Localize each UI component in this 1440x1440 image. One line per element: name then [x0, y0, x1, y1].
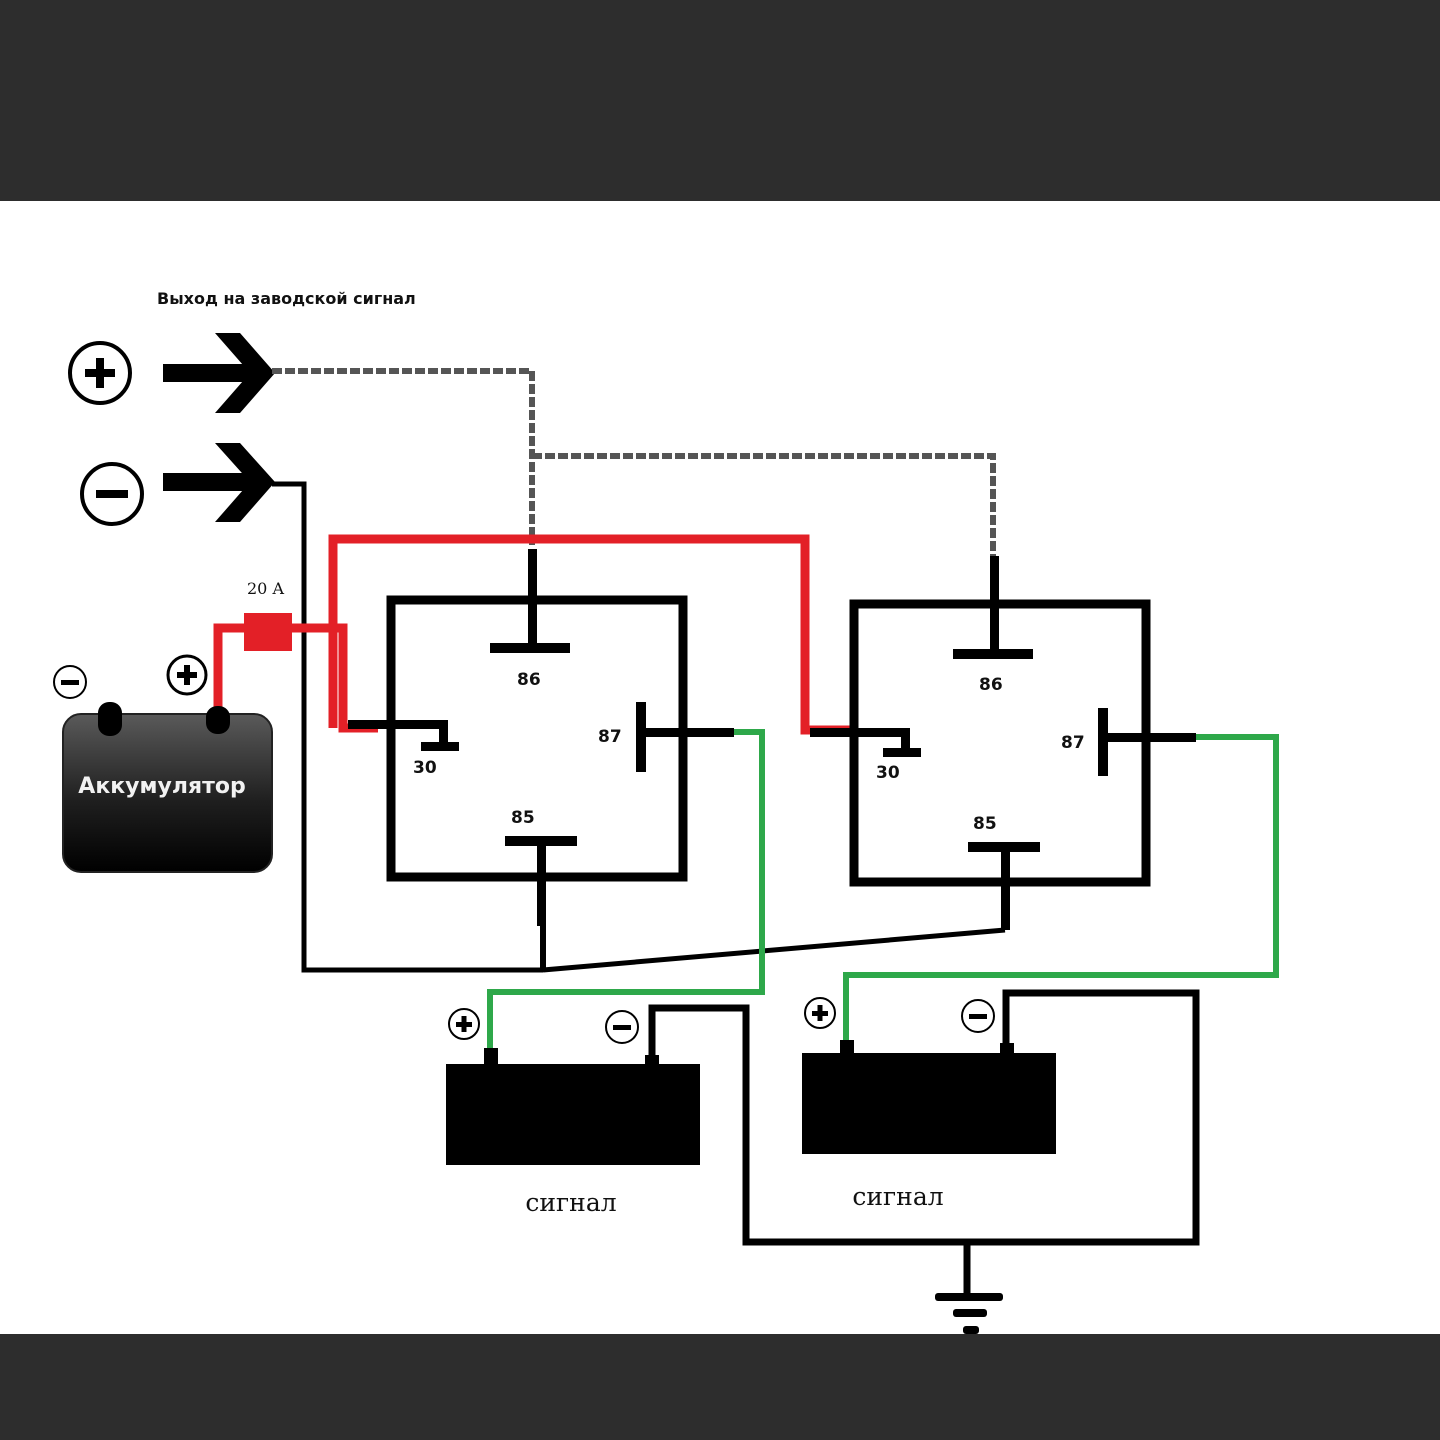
battery: Аккумулятор — [62, 702, 273, 873]
relay-2-label-85: 85 — [973, 814, 997, 834]
battery-neg-symbol — [53, 665, 87, 699]
bottom-letterbox — [0, 1334, 1440, 1440]
relay-1-pin-86-stem — [528, 549, 537, 649]
control-wire-to-relay-2-86 — [532, 453, 996, 556]
horn-1-pos-symbol — [448, 1008, 480, 1040]
power-wire-to-relay-2-30 — [328, 534, 850, 735]
top-letterbox — [0, 0, 1440, 201]
horn-2-pos-symbol — [804, 997, 836, 1029]
relay-2 — [810, 556, 1196, 930]
fuse — [244, 613, 292, 651]
signal-wire-relay-1-to-horn-1 — [487, 729, 765, 1055]
battery-label: Аккумулятор — [78, 774, 245, 799]
horn-2-neg-symbol — [961, 999, 995, 1033]
diagram-title: Выход на заводской сигнал — [157, 289, 416, 308]
signal-wire-relay-2-to-horn-2 — [843, 734, 1279, 1045]
minus-circle-icon-bar — [96, 490, 128, 498]
relay-2-pin-86-bar — [953, 649, 1033, 659]
horn-2-pos-terminal — [840, 1040, 854, 1056]
relay-1-label-87: 87 — [598, 727, 622, 747]
relay-1-pin-87-stem — [641, 728, 734, 737]
signal-wires — [487, 729, 1279, 1055]
relay-2-label-30: 30 — [876, 763, 900, 783]
horn-2-neg-terminal — [1000, 1043, 1014, 1055]
plus-circle-icon-v — [96, 358, 104, 388]
wire-85-link — [542, 927, 1006, 973]
horn-1-label: сигнал — [525, 1188, 616, 1217]
horn-2 — [802, 1040, 1056, 1154]
relay-1-pin-30-bar — [421, 742, 459, 751]
horn-1-neg-symbol — [605, 1010, 639, 1044]
minus-circle-icon — [80, 462, 144, 526]
relay-1-pin-85-stem — [537, 836, 546, 926]
arrow-right-icon — [163, 333, 275, 413]
horn-1-neg-terminal — [645, 1055, 659, 1067]
relay-2-pin-30-stem — [810, 728, 910, 737]
battery-pos-symbol — [166, 654, 208, 696]
arrow-right-icon — [163, 443, 275, 522]
wiring-diagram: Выход на заводской сигнал — [0, 201, 1440, 1334]
relay-2-pin-30-bar — [883, 748, 921, 757]
relay-2-label-87: 87 — [1061, 733, 1085, 753]
fuse-label: 20 A — [247, 579, 284, 598]
ground-icon — [935, 1293, 1003, 1334]
battery-pos-terminal — [206, 706, 230, 734]
wire-minus-to-85 — [272, 481, 543, 973]
relay-2-pin-85-stem — [1001, 842, 1010, 930]
horn-ground-loop — [648, 989, 1200, 1246]
plus-circle-icon — [68, 341, 132, 405]
relay-1-pin-30-stem — [348, 720, 448, 729]
relay-1-label-85: 85 — [511, 808, 535, 828]
relay-2-pin-86-stem — [990, 556, 999, 656]
relay-1-label-30: 30 — [413, 758, 437, 778]
control-wire-to-relay-1-86 — [272, 368, 535, 545]
control-wires — [272, 368, 996, 556]
diagram-svg: Выход на заводской сигнал — [53, 289, 1279, 1334]
battery-neg-terminal — [98, 702, 122, 736]
relay-2-pin-87-stem — [1103, 733, 1196, 742]
horn-1-pos-terminal — [484, 1048, 498, 1066]
horn-1 — [446, 1048, 700, 1165]
relay-1-pin-86-bar — [490, 643, 570, 653]
relay-1 — [348, 549, 734, 972]
output-minus-terminal — [80, 443, 275, 526]
output-plus-terminal — [68, 333, 275, 413]
horn-ground-wires — [648, 989, 1200, 1298]
relay-2-label-86: 86 — [979, 675, 1003, 695]
relay-1-label-86: 86 — [517, 670, 541, 690]
horn-2-label: сигнал — [852, 1182, 943, 1211]
